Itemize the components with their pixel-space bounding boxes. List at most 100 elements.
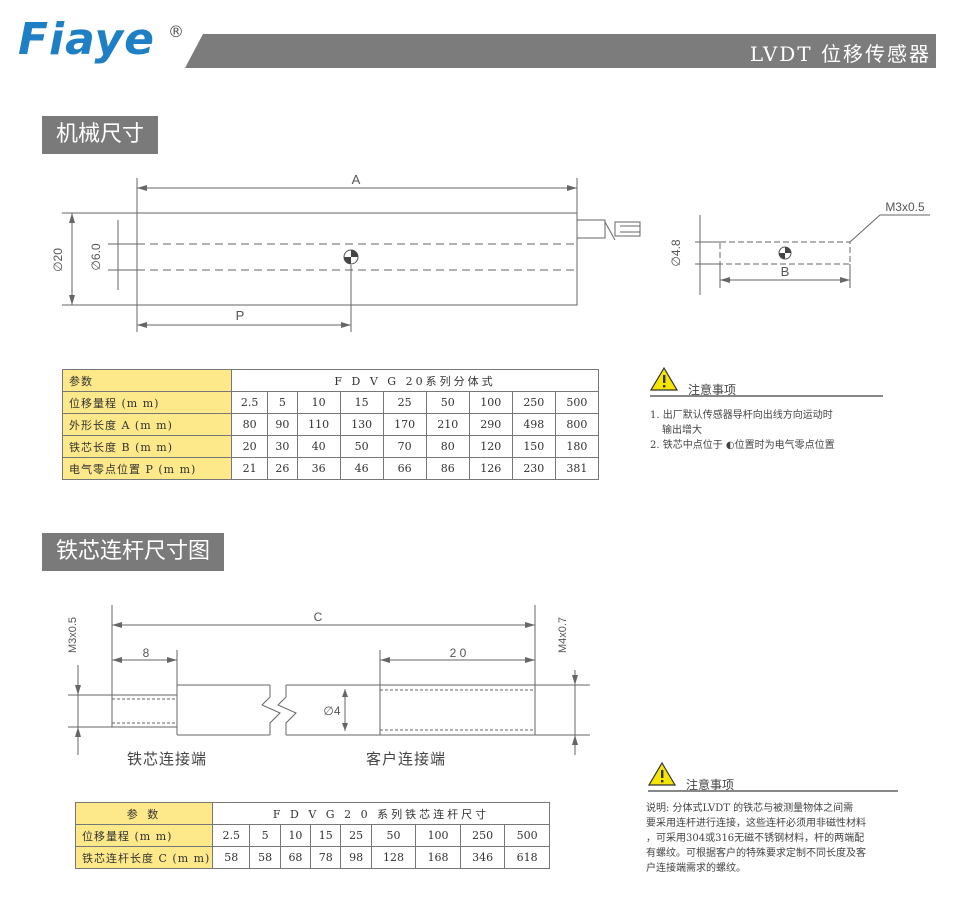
table-cell: 290 — [468, 413, 513, 436]
table-cell: 68 — [279, 846, 312, 869]
table-cell: 180 — [554, 435, 600, 458]
section-title-core-rod: 铁芯连杆尺寸图 — [42, 533, 225, 571]
table-cell: 150 — [511, 435, 556, 458]
table-cell: 230 — [511, 457, 556, 480]
table-cell: 128 — [370, 846, 417, 869]
table-cell: 250 — [459, 824, 506, 847]
table-header-title: F D V G 2 0 系列铁芯连杆尺寸 — [212, 802, 550, 825]
table-cell: 80 — [230, 413, 269, 436]
dim-b-label: B — [781, 264, 790, 279]
sensor-body — [136, 212, 578, 306]
table-cell: 5 — [249, 824, 281, 847]
table-cell: 58 — [249, 846, 281, 869]
client-end-label: 客户连接端 — [366, 750, 447, 768]
note-line: 2. 铁芯中点位于 ◐位置时为电气零点位置 — [650, 440, 835, 451]
note-line: 1. 出厂默认传感器导杆向出线方向运动时 — [650, 410, 833, 421]
row-label: 电气零点位置 P (m m) — [62, 457, 232, 480]
table-cell: 381 — [554, 457, 600, 480]
note-body: 说明: 分体式LVDT 的铁芯与被测量物体之间需 要采用连杆进行连接，这些连杆必… — [646, 801, 946, 876]
table-cell: 100 — [468, 391, 513, 414]
table-cell: 21 — [230, 457, 269, 480]
table-cell: 50 — [339, 435, 384, 458]
table-cell: 2.5 — [230, 391, 269, 414]
table-row: 铁芯连杆长度 C (m m) 58 58 68 78 98 128 168 34… — [75, 846, 550, 869]
table-cell: 98 — [340, 846, 372, 869]
table-cell: 170 — [382, 413, 427, 436]
note-body: 1. 出厂默认传感器导杆向出线方向运动时 输出增大 2. 铁芯中点位于 ◐位置时… — [650, 408, 930, 453]
warning-icon — [648, 761, 677, 786]
mechanical-drawing: A P B M3x0.5 ∅20 ∅6.0 ∅4.8 — [51, 172, 930, 332]
table-row: 外形长度 A (m m) 80 90 110 130 170 210 290 4… — [62, 413, 600, 436]
table-cell: 168 — [415, 846, 461, 869]
table-row: 参数 F D V G 20系列分体式 — [62, 369, 599, 392]
note-line: 户连接端需求的螺纹。 — [646, 863, 746, 874]
table-header-label: 参 数 — [75, 802, 213, 825]
table-cell: 58 — [211, 846, 251, 869]
header-bar — [185, 34, 936, 68]
thread-right-label: M4x0.7 — [557, 617, 569, 653]
table-cell: 130 — [339, 413, 384, 436]
table-row: 位移量程 (m m) 2.5 5 10 15 25 50 100 250 500 — [62, 391, 600, 414]
row-label: 位移量程 (m m) — [62, 391, 232, 414]
note-line: 说明: 分体式LVDT 的铁芯与被测量物体之间需 — [646, 803, 854, 814]
table-cell: 46 — [339, 457, 384, 480]
table-cell: 800 — [554, 413, 600, 436]
table-row: 参 数 F D V G 2 0 系列铁芯连杆尺寸 — [75, 802, 550, 825]
table-cell: 500 — [504, 824, 550, 847]
table-cell: 210 — [425, 413, 470, 436]
table-cell: 20 — [230, 435, 269, 458]
note-title: 注意事项 — [688, 383, 737, 397]
table-cell: 30 — [267, 435, 298, 458]
table-cell: 110 — [296, 413, 341, 436]
table-row: 铁芯长度 B (m m) 20 30 40 50 70 80 120 150 1… — [62, 435, 600, 458]
table-cell: 80 — [425, 435, 470, 458]
dim-c-label: C — [314, 610, 323, 624]
row-label: 铁芯连杆长度 C (m m) — [75, 846, 213, 869]
dim-p-label: P — [236, 308, 245, 323]
table-cell: 90 — [267, 413, 298, 436]
table-cell: 25 — [340, 824, 372, 847]
table-cell: 100 — [415, 824, 461, 847]
table-row: 位移量程 (m m) 2.5 5 10 15 25 50 100 250 500 — [75, 824, 550, 847]
note-line: 要采用连杆进行连接，这些连杆必须用非磁性材料 — [646, 818, 866, 829]
dia-48-label: ∅4.8 — [669, 239, 683, 266]
core-end-label: 铁芯连接端 — [127, 750, 208, 768]
table-cell: 500 — [554, 391, 600, 414]
core-rod-drawing: C 8 2 0 ∅4 M3x0.5 M4x0.7 — [67, 605, 590, 755]
table-cell: 78 — [310, 846, 342, 869]
dim-a-label: A — [352, 172, 361, 187]
brand-logo: Fiaye — [18, 14, 155, 65]
note-divider — [648, 790, 898, 792]
zero-position-marker — [343, 249, 359, 265]
table-cell: 346 — [459, 846, 506, 869]
table-header-title: F D V G 20系列分体式 — [231, 369, 599, 392]
table-cell: 50 — [425, 391, 470, 414]
note-line: 输出增大 — [662, 425, 702, 436]
registered-mark: ® — [168, 22, 184, 41]
table-cell: 126 — [468, 457, 513, 480]
table-cell: 498 — [511, 413, 556, 436]
row-label: 铁芯长度 B (m m) — [62, 435, 232, 458]
table-cell: 15 — [310, 824, 342, 847]
table-cell: 50 — [370, 824, 417, 847]
thread-label: M3x0.5 — [885, 200, 925, 214]
note-title: 注意事项 — [686, 778, 735, 792]
row-label: 外形长度 A (m m) — [62, 413, 232, 436]
dia-4-label: ∅4 — [323, 704, 340, 718]
table-cell: 5 — [267, 391, 298, 414]
note-line: 有螺纹。可根据客户的特殊要求定制不同长度及客 — [646, 848, 866, 859]
table-cell: 40 — [296, 435, 341, 458]
spec-table-1: 参数 F D V G 20系列分体式 位移量程 (m m) 2.5 5 10 1… — [62, 369, 600, 480]
row-label: 位移量程 (m m) — [75, 824, 213, 847]
table-row: 电气零点位置 P (m m) 21 26 36 46 66 86 126 230… — [62, 457, 600, 480]
table-header-label: 参数 — [62, 369, 232, 392]
dia-20-label: ∅20 — [51, 248, 65, 272]
warning-icon — [650, 366, 679, 391]
dim-8-label: 8 — [143, 646, 150, 660]
table-cell: 15 — [339, 391, 384, 414]
note-line: ，可采用304或316无磁不锈钢材料，杆的两端配 — [646, 833, 865, 844]
thread-left-label: M3x0.5 — [67, 617, 79, 653]
table-cell: 618 — [504, 846, 550, 869]
note-divider — [650, 395, 883, 397]
table-cell: 66 — [382, 457, 427, 480]
